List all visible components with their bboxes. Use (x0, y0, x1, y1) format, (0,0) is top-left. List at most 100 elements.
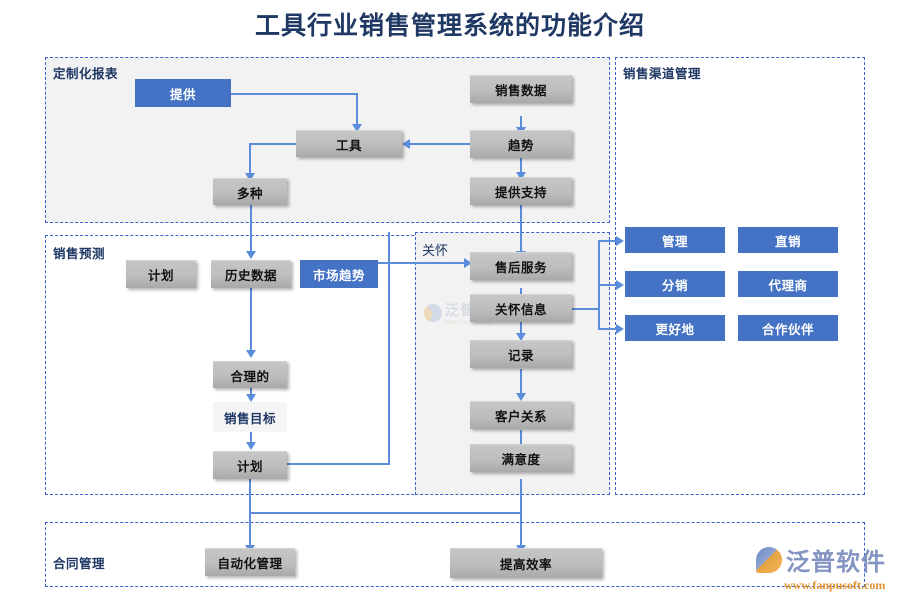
node-manage[interactable]: 管理 (625, 227, 725, 253)
node-record[interactable]: 记录 (470, 340, 572, 368)
node-customer-relation-label: 客户关系 (494, 410, 547, 424)
connector-satisfaction-to-improve (520, 479, 522, 554)
node-provide-support-label: 提供支持 (494, 186, 547, 200)
connector-afterservice-to-careinfo (520, 288, 522, 296)
connector-careinfo-to-record (520, 322, 522, 336)
node-partner-label: 合作伙伴 (761, 322, 814, 337)
node-satisfaction-label: 满意度 (501, 453, 541, 467)
connector-tool-to-variety-h (250, 143, 304, 145)
node-improve-efficiency-label: 提高效率 (499, 558, 552, 572)
node-reasonable-label: 合理的 (230, 369, 270, 384)
fanpu-logo-icon (756, 546, 782, 573)
node-provide[interactable]: 提供 (135, 79, 231, 107)
node-better-label: 更好地 (655, 322, 695, 337)
connector-salesdata-to-trend (520, 116, 522, 130)
connector-trend-to-tool (410, 143, 472, 145)
node-record-label: 记录 (507, 349, 534, 363)
connector-record-to-customer (520, 369, 522, 395)
arrowhead-reasonable-to-target (246, 394, 256, 402)
connector-careinfo-to-channels-h (572, 308, 600, 310)
node-direct-sale[interactable]: 直销 (738, 227, 838, 253)
arrowhead-tool-to-variety (245, 173, 255, 181)
node-partner[interactable]: 合作伙伴 (738, 315, 838, 341)
node-variety[interactable]: 多种 (213, 178, 287, 205)
node-reasonable[interactable]: 合理的 (213, 361, 287, 388)
arrowhead-channel-distribution (616, 280, 624, 290)
node-tool-label: 工具 (335, 138, 362, 153)
arrowhead-channel-better (616, 324, 624, 334)
brand-logo: 泛普软件 www.fanpusoft.com (756, 542, 896, 592)
connector-plan-to-automanage (249, 479, 251, 554)
node-distribution[interactable]: 分销 (625, 271, 725, 297)
node-plan-bottom-label: 计划 (236, 460, 263, 474)
node-market-trend[interactable]: 市场趋势 (300, 260, 378, 288)
arrowhead-markettrend-to-afterservice (464, 258, 472, 268)
node-customer-relation[interactable]: 客户关系 (470, 401, 572, 429)
node-plan-top-label: 计划 (147, 269, 174, 283)
group-label-sales-forecast: 销售预测 (53, 247, 106, 261)
node-auto-manage-label: 自动化管理 (217, 557, 283, 571)
arrowhead-provide-to-tool (352, 124, 362, 132)
node-history-data-label: 历史数据 (224, 269, 277, 283)
group-contract (45, 522, 865, 587)
brand-logo-row: 泛普软件 (756, 542, 896, 577)
connector-reasonable-to-target (250, 388, 252, 396)
brand-url: www.fanpusoft.com (784, 578, 886, 592)
connector-target-to-plan (250, 432, 252, 444)
group-label-contract: 合同管理 (53, 557, 106, 571)
arrowhead-variety-to-history (246, 251, 256, 259)
node-trend[interactable]: 趋势 (470, 130, 572, 158)
group-label-care: 关怀 (422, 243, 449, 258)
node-plan-bottom[interactable]: 计划 (213, 451, 287, 479)
connector-trend-to-support (520, 158, 522, 174)
node-sales-data-label: 销售数据 (494, 84, 547, 98)
connector-support-to-afterservice (520, 205, 522, 253)
node-after-service-label: 售后服务 (494, 261, 547, 275)
node-auto-manage[interactable]: 自动化管理 (205, 548, 295, 576)
node-sales-target-label: 销售目标 (223, 411, 276, 426)
arrowhead-history-to-reasonable (246, 350, 256, 358)
node-history-data[interactable]: 历史数据 (211, 260, 291, 288)
node-plan-top[interactable]: 计划 (126, 260, 196, 288)
node-variety-label: 多种 (236, 186, 263, 201)
node-sales-data[interactable]: 销售数据 (470, 75, 572, 103)
node-distribution-label: 分销 (661, 278, 688, 293)
page-title: 工具行业销售管理系统的功能介绍 (254, 13, 645, 40)
node-direct-sale-label: 直销 (774, 234, 801, 249)
arrowhead-trend-to-tool (402, 139, 410, 149)
arrowhead-channel-manage (616, 236, 624, 246)
node-satisfaction[interactable]: 满意度 (470, 444, 572, 472)
connector-plan-loop-v (388, 232, 390, 464)
node-care-info[interactable]: 关怀信息 (470, 294, 572, 322)
arrowhead-trend-to-support (516, 172, 526, 180)
group-label-sales-channel: 销售渠道管理 (623, 67, 702, 81)
connector-channel-distribution (598, 284, 618, 286)
node-trend-label: 趋势 (507, 139, 534, 153)
node-market-trend-label: 市场趋势 (312, 268, 365, 283)
connector-plan-loop-h (285, 463, 390, 465)
node-agent-label: 代理商 (768, 278, 808, 293)
group-label-custom-report: 定制化报表 (53, 67, 119, 81)
node-improve-efficiency[interactable]: 提高效率 (450, 548, 602, 578)
node-agent[interactable]: 代理商 (738, 271, 838, 297)
node-better[interactable]: 更好地 (625, 315, 725, 341)
connector-tool-to-variety-v (249, 143, 251, 175)
connector-channel-better (598, 328, 618, 330)
node-tool[interactable]: 工具 (296, 130, 402, 157)
node-manage-label: 管理 (661, 234, 688, 249)
group-sales-channel (615, 57, 865, 495)
connector-bottom-tie (250, 512, 521, 514)
connector-customer-to-satisfaction (520, 430, 522, 444)
node-provide-support[interactable]: 提供支持 (470, 177, 572, 205)
connector-markettrend-to-afterservice (378, 262, 468, 264)
connector-history-to-reasonable (250, 288, 252, 352)
connector-channel-manage (598, 240, 618, 242)
node-sales-target[interactable]: 销售目标 (213, 402, 287, 432)
node-provide-label: 提供 (169, 87, 196, 102)
connector-variety-to-history (250, 205, 252, 253)
arrowhead-careinfo-to-record (516, 333, 526, 341)
arrowhead-target-to-plan (246, 442, 256, 450)
node-after-service[interactable]: 售后服务 (470, 252, 572, 280)
connector-provide-to-tool-v (356, 93, 358, 125)
